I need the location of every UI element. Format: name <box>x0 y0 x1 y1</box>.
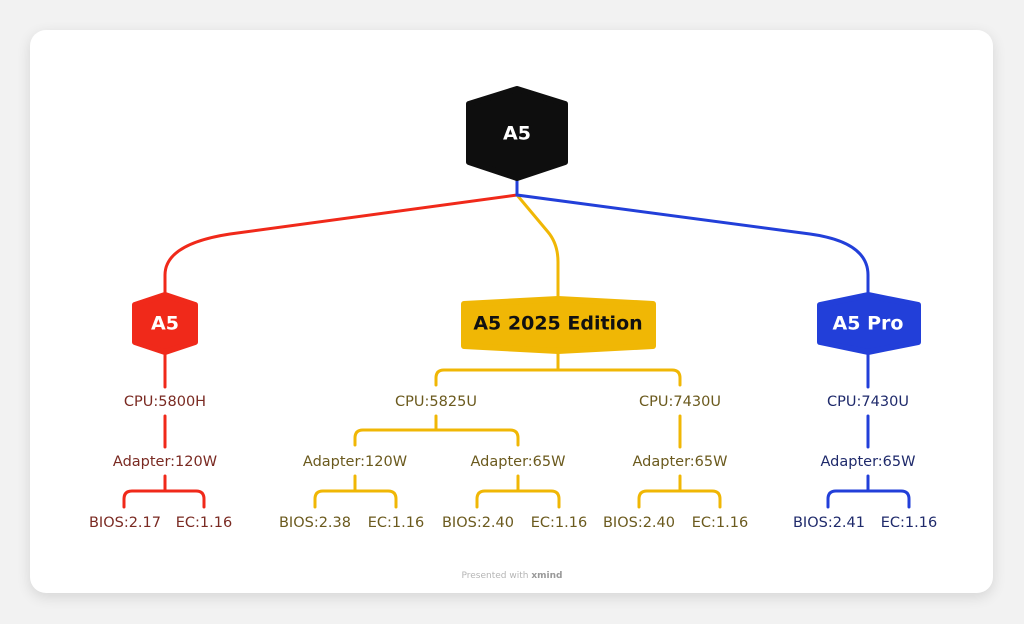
bios-topic[interactable]: BIOS:2.41 <box>793 515 865 531</box>
adapter-topic[interactable]: Adapter:65W <box>633 454 728 470</box>
branch-node-a5-pro[interactable] <box>817 292 921 355</box>
cpu-topic[interactable]: CPU:7430U <box>827 394 909 410</box>
xmind-brand: xmind <box>531 571 563 581</box>
connector-blue-cpu <box>826 353 911 509</box>
adapter-topic[interactable]: Adapter:120W <box>113 454 217 470</box>
footer-prefix: Presented with <box>461 571 529 581</box>
branch-node-a5[interactable] <box>132 292 198 355</box>
bios-topic[interactable]: BIOS:2.40 <box>603 515 675 531</box>
bios-topic[interactable]: BIOS:2.40 <box>442 515 514 531</box>
ec-topic[interactable]: EC:1.16 <box>881 515 937 531</box>
connector-gold-adapters <box>353 414 682 449</box>
ec-topic[interactable]: EC:1.16 <box>368 515 424 531</box>
connector-gold <box>515 193 560 302</box>
connector-red-cpu <box>122 353 206 509</box>
branch-label-a5-2025: A5 2025 Edition <box>473 313 642 335</box>
ec-topic[interactable]: EC:1.16 <box>176 515 232 531</box>
root-label: A5 <box>503 123 531 145</box>
connector-gold-leaves <box>313 474 722 509</box>
cpu-topic[interactable]: CPU:5800H <box>124 394 206 410</box>
branch-node-a5-2025[interactable] <box>461 296 656 354</box>
bios-topic[interactable]: BIOS:2.38 <box>279 515 351 531</box>
footer-credit: Presented with xmind <box>0 571 1024 581</box>
connector-blue <box>515 179 870 294</box>
adapter-topic[interactable]: Adapter:65W <box>821 454 916 470</box>
root-node[interactable] <box>466 86 568 181</box>
adapter-topic[interactable]: Adapter:65W <box>471 454 566 470</box>
connector-red <box>163 193 519 294</box>
bios-topic[interactable]: BIOS:2.17 <box>89 515 161 531</box>
branch-label-a5-pro: A5 Pro <box>833 313 904 335</box>
adapter-topic[interactable]: Adapter:120W <box>303 454 407 470</box>
connector-gold-cpus <box>434 348 682 387</box>
cpu-topic[interactable]: CPU:7430U <box>639 394 721 410</box>
ec-topic[interactable]: EC:1.16 <box>531 515 587 531</box>
cpu-topic[interactable]: CPU:5825U <box>395 394 477 410</box>
branch-label-a5: A5 <box>151 313 179 335</box>
ec-topic[interactable]: EC:1.16 <box>692 515 748 531</box>
